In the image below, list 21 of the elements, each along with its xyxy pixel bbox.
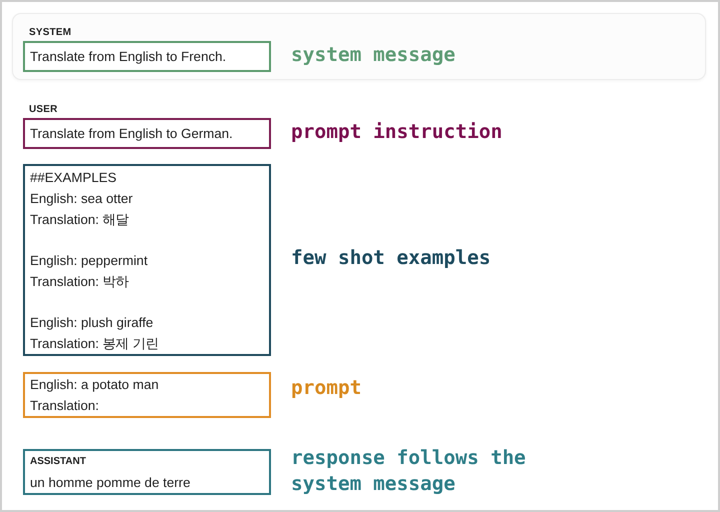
annotation-label: prompt (291, 375, 362, 401)
message-text: un homme pomme de terre (30, 474, 192, 492)
message-text: Translation: (30, 397, 100, 415)
annotation-label: prompt instruction (291, 119, 502, 145)
message-text: English: sea otter (30, 190, 134, 208)
message-text: English: peppermint (30, 252, 149, 270)
panel (12, 13, 706, 80)
annotation-label: system message (291, 42, 456, 68)
message-text: ##EXAMPLES (30, 168, 118, 186)
message-text: English: a potato man (30, 376, 160, 394)
message-text: Translation: 해달 (30, 210, 130, 228)
message-text: Translate from English to French. (30, 48, 228, 66)
message-text: English: plush giraffe (30, 314, 154, 332)
message-text: Translation: 봉제 기린 (30, 334, 160, 352)
role-label: USER (28, 103, 59, 117)
annotation-label: few shot examples (291, 245, 491, 271)
message-text: Translation: 박하 (30, 272, 130, 290)
role-label: ASSISTANT (30, 455, 87, 469)
annotation-label: response follows the system message (291, 445, 527, 497)
role-label: SYSTEM (28, 26, 72, 40)
message-text: Translate from English to German. (30, 125, 234, 143)
